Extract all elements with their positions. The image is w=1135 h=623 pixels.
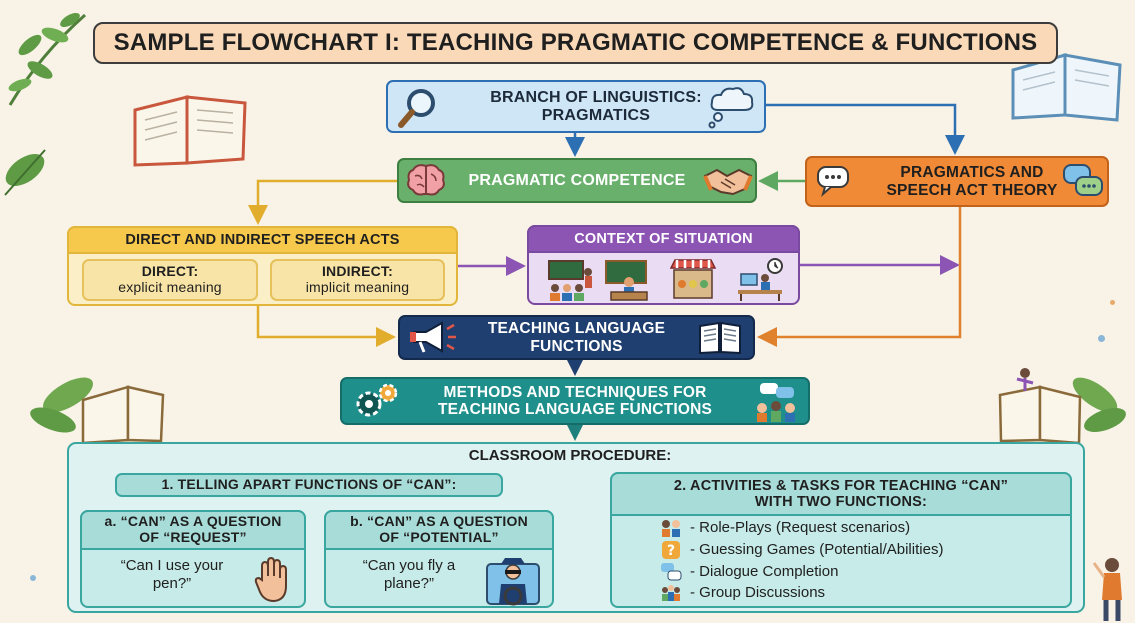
branch-line2: PRAGMATICS — [541, 106, 651, 124]
activity-item: - Dialogue Completion — [690, 563, 839, 580]
teaching-language-functions-node: TEACHING LANGUAGE FUNCTIONS — [398, 315, 755, 360]
teaching-functions-line1: TEACHING LANGUAGE — [487, 320, 666, 338]
potential-header: b. “CAN” AS A QUESTION OF “POTENTIAL” — [324, 510, 554, 550]
dot-decoration — [1098, 335, 1105, 342]
leaves-top-left-icon — [8, 13, 86, 106]
methods-line2: TEACHING LANGUAGE FUNCTIONS — [437, 401, 713, 418]
classroom-icon — [548, 260, 592, 301]
market-stall-icon — [669, 259, 717, 299]
activities-header: 2. ACTIVITIES & TASKS FOR TEACHING “CAN”… — [610, 472, 1072, 516]
group-discussion-icon — [757, 383, 795, 422]
teaching-functions-line2: FUNCTIONS — [530, 337, 623, 355]
book-leaves-left-icon — [30, 377, 165, 445]
direct-speech-act-box: DIRECT: explicit meaning — [82, 259, 258, 301]
svg-text:?: ? — [667, 543, 675, 559]
magnifier-icon — [398, 89, 435, 128]
brain-icon — [407, 164, 445, 196]
pragmatics-speech-act-theory-node: PRAGMATICS AND SPEECH ACT THEORY — [805, 156, 1109, 207]
theory-line1: PRAGMATICS AND — [900, 164, 1044, 182]
open-book-top-left-icon — [133, 95, 247, 167]
speech-acts-title: DIRECT AND INDIRECT SPEECH ACTS — [125, 231, 400, 248]
request-example-line1: “Can I use your — [120, 557, 224, 574]
group-icon — [662, 585, 680, 601]
activities-line2: WITH TWO FUNCTIONS: — [754, 494, 928, 510]
pilot-icon — [486, 558, 540, 606]
speech-acts-header: DIRECT AND INDIRECT SPEECH ACTS — [67, 226, 458, 254]
potential-example-line1: “Can you fly a — [362, 557, 456, 574]
role-play-icon — [662, 520, 680, 537]
potential-example: “Can you fly a plane?” — [334, 557, 484, 601]
chat-bubbles-icon — [1063, 164, 1103, 196]
request-header: a. “CAN” AS A QUESTION OF “REQUEST” — [80, 510, 306, 550]
branch-of-linguistics-node: BRANCH OF LINGUISTICS: PRAGMATICS — [386, 80, 766, 133]
open-book-top-right-icon — [1011, 53, 1122, 122]
theory-label: PRAGMATICS AND SPEECH ACT THEORY — [886, 164, 1057, 199]
question-mark-icon: ? — [662, 541, 680, 559]
context-header: CONTEXT OF SITUATION — [527, 225, 800, 253]
handshake-icon — [703, 168, 753, 196]
indirect-desc: implicit meaning — [305, 279, 410, 295]
speech-bubbles-icon — [817, 166, 849, 197]
direct-title: DIRECT: — [141, 263, 199, 280]
request-example: “Can I use your pen?” — [92, 557, 252, 601]
potential-example-line2: plane?” — [383, 575, 435, 592]
methods-and-techniques-node: METHODS AND TECHNIQUES FOR TEACHING LANG… — [340, 377, 810, 425]
activity-item: - Guessing Games (Potential/Abilities) — [690, 541, 944, 558]
direct-label: DIRECT: explicit meaning — [118, 263, 222, 295]
activity-item: - Group Discussions — [690, 584, 826, 601]
megaphone-icon — [410, 321, 456, 353]
theory-line2: SPEECH ACT THEORY — [886, 181, 1058, 199]
dot-decoration — [30, 575, 36, 581]
request-label: a. “CAN” AS A QUESTION OF “REQUEST” — [104, 513, 282, 545]
activities-line1: 2. ACTIVITIES & TASKS FOR TEACHING “CAN” — [673, 477, 1009, 494]
indirect-title: INDIRECT: — [321, 263, 393, 280]
thought-cloud-icon — [708, 87, 754, 129]
gears-icon — [356, 383, 398, 417]
office-icon — [738, 258, 783, 301]
activity-item: - Role-Plays (Request scenarios) — [690, 519, 911, 536]
potential-label: b. “CAN” AS A QUESTION OF “POTENTIAL” — [350, 513, 528, 545]
potential-line1: b. “CAN” AS A QUESTION — [350, 513, 528, 530]
request-line2: OF “REQUEST” — [139, 529, 247, 545]
flowchart-title: SAMPLE FLOWCHART I: TEACHING PRAGMATIC C… — [93, 22, 1058, 64]
direct-desc: explicit meaning — [118, 279, 222, 295]
teacher-figure-icon — [1092, 558, 1122, 621]
teacher-desk-icon — [605, 260, 648, 301]
pragmatic-competence-node: PRAGMATIC COMPETENCE — [397, 158, 757, 203]
flowchart-title-text: SAMPLE FLOWCHART I: TEACHING PRAGMATIC C… — [113, 28, 1038, 56]
dialogue-icon — [661, 563, 682, 581]
raised-hand-icon — [254, 556, 287, 603]
potential-line2: OF “POTENTIAL” — [379, 529, 499, 545]
competence-label: PRAGMATIC COMPETENCE — [468, 171, 686, 189]
methods-label: METHODS AND TECHNIQUES FOR TEACHING LANG… — [438, 384, 712, 419]
indirect-speech-act-box: INDIRECT: implicit meaning — [270, 259, 445, 301]
methods-line1: METHODS AND TECHNIQUES FOR — [443, 383, 707, 401]
telling-apart-functions-box: 1. TELLING APART FUNCTIONS OF “CAN”: — [115, 473, 503, 497]
branch-node-label: BRANCH OF LINGUISTICS: PRAGMATICS — [490, 89, 702, 125]
leaves-left-icon — [4, 149, 46, 196]
request-example-line2: pen?” — [152, 575, 192, 592]
telling-label: 1. TELLING APART FUNCTIONS OF “CAN”: — [161, 476, 457, 493]
indirect-label: INDIRECT: implicit meaning — [305, 263, 410, 295]
dot-decoration — [1110, 300, 1115, 305]
request-line1: a. “CAN” AS A QUESTION — [104, 513, 282, 530]
book-leaves-right-icon — [998, 368, 1126, 445]
open-book-icon — [699, 321, 741, 355]
teaching-functions-label: TEACHING LANGUAGE FUNCTIONS — [488, 320, 665, 355]
branch-line1: BRANCH OF LINGUISTICS: — [490, 88, 702, 106]
activities-label: 2. ACTIVITIES & TASKS FOR TEACHING “CAN”… — [674, 478, 1008, 510]
classroom-procedure-label: CLASSROOM PROCEDURE: — [468, 447, 672, 464]
context-title: CONTEXT OF SITUATION — [574, 230, 753, 247]
